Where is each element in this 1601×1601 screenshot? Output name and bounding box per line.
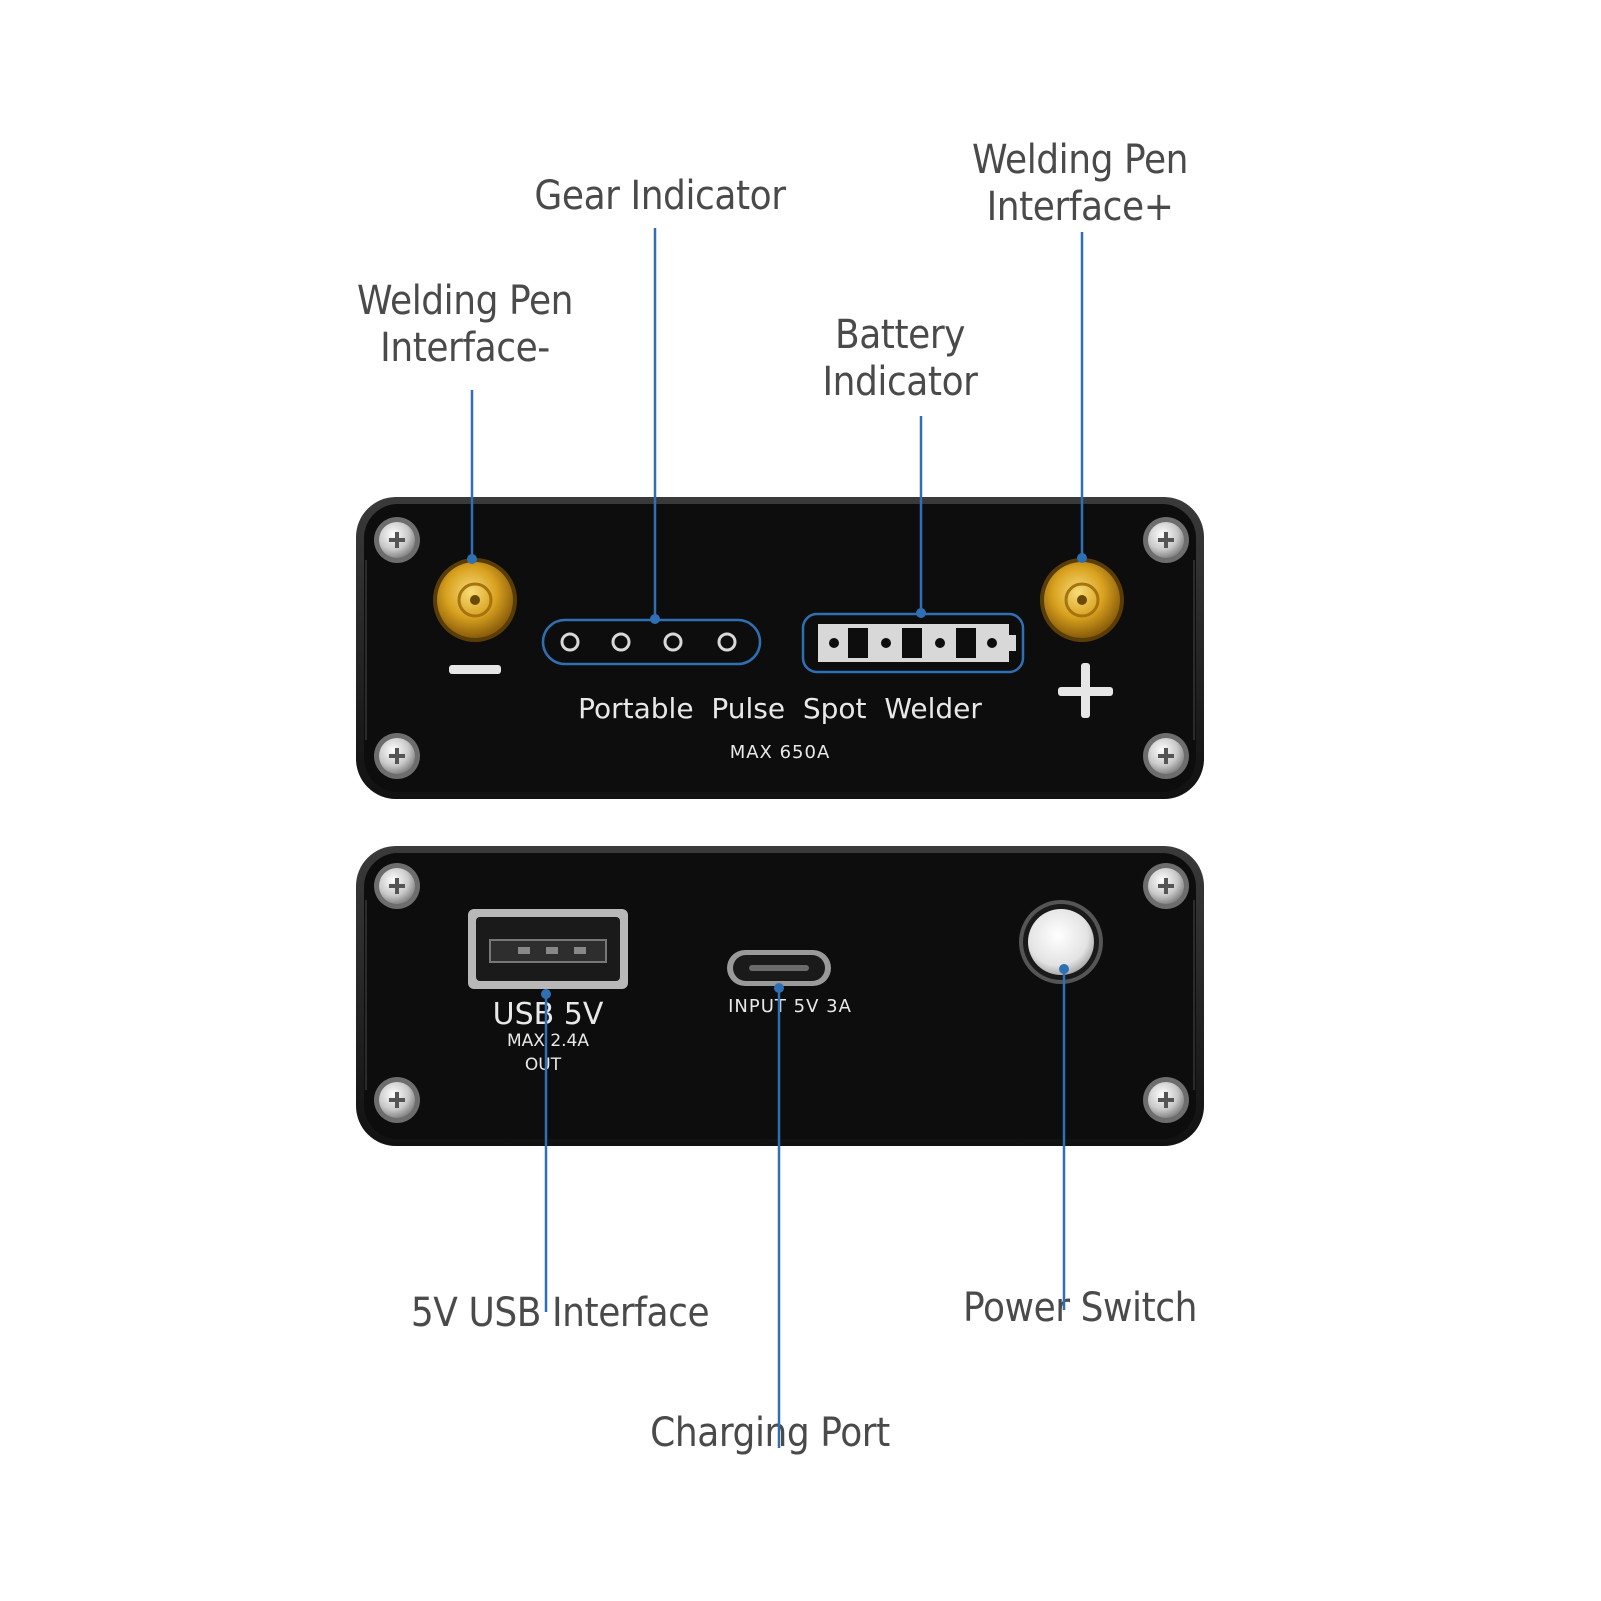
screw-icon <box>1143 517 1189 563</box>
callout-line-charging <box>774 983 784 1448</box>
plus-symbol-icon <box>1058 663 1113 718</box>
led-icon <box>560 632 580 652</box>
max-current-rating: MAX 650A <box>730 742 831 763</box>
callout-welding-pen-interface-minus: Welding Pen Interface- <box>356 278 574 371</box>
screw-icon <box>374 517 420 563</box>
screw-icon <box>374 1077 420 1123</box>
input-rating-label: INPUT 5V 3A <box>728 996 852 1017</box>
screw-icon <box>374 733 420 779</box>
callout-gear-indicator: Gear Indicator <box>534 173 786 219</box>
battery-bar-icon <box>818 624 1016 662</box>
usb-a-port-icon[interactable] <box>468 909 628 989</box>
minus-symbol-icon <box>449 665 501 674</box>
callout-line-pen-minus <box>467 390 477 564</box>
battery-indicator <box>801 612 1025 674</box>
screw-icon <box>374 863 420 909</box>
welding-pen-minus-terminal[interactable] <box>433 558 517 642</box>
callout-line-power <box>1059 964 1069 1310</box>
usb-max-current-label: MAX 2.4A <box>507 1031 589 1051</box>
usb-5v-label: USB 5V <box>493 997 604 1032</box>
callout-welding-pen-interface-plus: Welding Pen Interface+ <box>971 137 1189 230</box>
callout-line-pen-plus <box>1077 232 1087 563</box>
welding-pen-plus-terminal[interactable] <box>1040 558 1124 642</box>
screw-icon <box>1143 1077 1189 1123</box>
usb-c-port-icon[interactable] <box>727 950 831 986</box>
led-icon <box>611 632 631 652</box>
callout-lines <box>467 228 1087 1448</box>
callout-battery-indicator: Battery Indicator <box>822 312 978 405</box>
screw-icon <box>1143 733 1189 779</box>
power-button-icon[interactable] <box>1019 900 1103 984</box>
callout-line-gear <box>650 228 660 624</box>
front-panel: Portable Pulse Spot Welder MAX 650A <box>356 497 1204 799</box>
callout-power-switch: Power Switch <box>963 1285 1197 1331</box>
led-icon <box>717 632 737 652</box>
callout-charging-port: Charging Port <box>650 1410 890 1456</box>
callout-5v-usb-interface: 5V USB Interface <box>410 1290 710 1336</box>
product-title: Portable Pulse Spot Welder <box>578 692 982 725</box>
callout-line-usb <box>541 989 551 1312</box>
led-icon <box>663 632 683 652</box>
screw-icon <box>1143 863 1189 909</box>
usb-out-label: OUT <box>525 1055 562 1075</box>
callout-line-battery <box>916 416 926 618</box>
